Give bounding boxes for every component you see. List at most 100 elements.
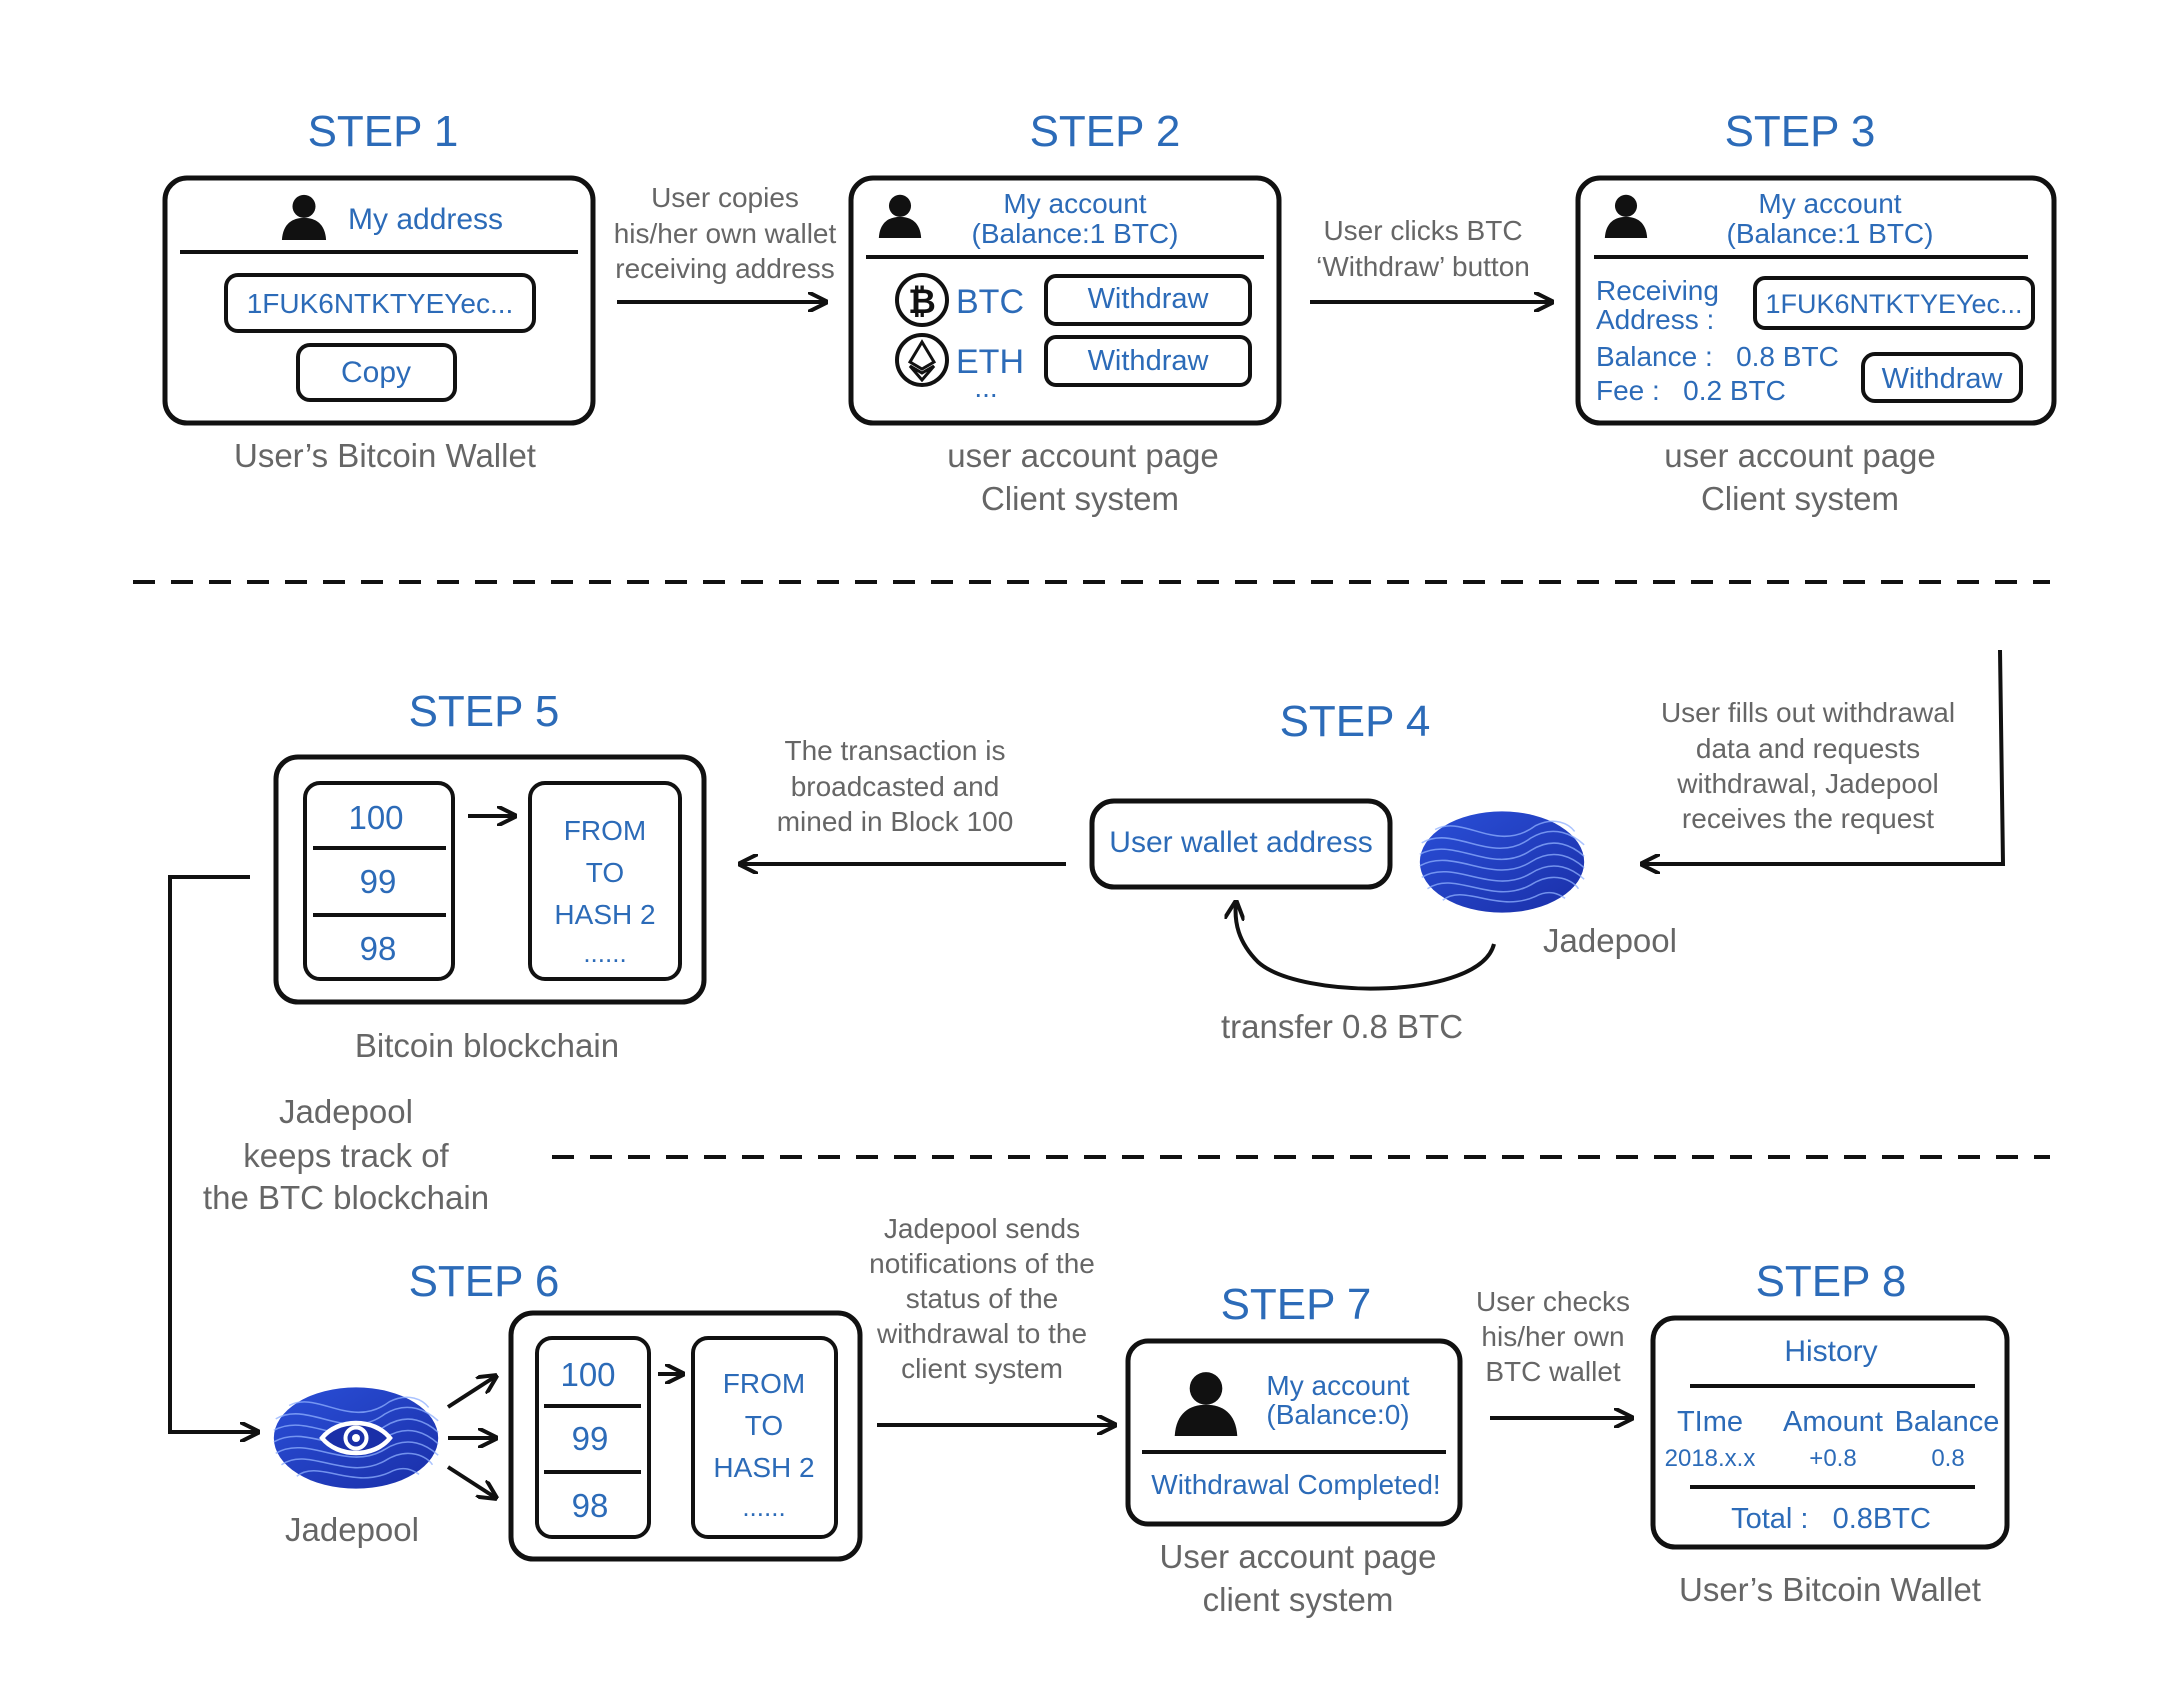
user-wallet-address-box [1089, 798, 1393, 890]
svg-text:User checks: User checks [1476, 1286, 1630, 1317]
eth-label: ETH [956, 343, 1024, 381]
step1-caption: User’s Bitcoin Wallet [234, 437, 536, 474]
svg-text:status of the: status of the [906, 1283, 1059, 1314]
transfer-label: transfer 0.8 BTC [1221, 1008, 1463, 1045]
user-wallet-address-label: User wallet address [1109, 826, 1372, 859]
jadepool-logo [1419, 810, 1585, 914]
col-amount-header: Amount [1783, 1406, 1883, 1438]
block-98: 98 [360, 930, 397, 967]
account-balance: (Balance:1 BTC) [972, 218, 1179, 249]
eth-icon [895, 333, 949, 387]
tx-to: TO [586, 857, 624, 888]
step2-title: STEP 2 [1030, 107, 1181, 156]
scan-arrow-up [446, 1376, 496, 1409]
block-99: 99 [360, 863, 397, 900]
annotation-copy-address: User copies his/her own wallet receiving… [614, 182, 837, 284]
tx-ellipsis: ...... [583, 938, 626, 968]
step3-title: STEP 3 [1725, 107, 1876, 156]
svg-text:client system: client system [901, 1353, 1063, 1384]
annotation-click-withdraw: User clicks BTC ‘Withdraw’ button [1316, 215, 1530, 282]
annotation-request-withdrawal: User fills out withdrawal data and reque… [1661, 697, 1955, 834]
svg-text:BTC wallet: BTC wallet [1485, 1356, 1621, 1387]
row-balance: 0.8 [1931, 1445, 1964, 1472]
svg-text:withdrawal to the: withdrawal to the [876, 1318, 1087, 1349]
block-100: 100 [348, 799, 403, 836]
receiving-address-value: 1FUK6NTKTYEYec... [1765, 289, 2022, 319]
svg-text:₿: ₿ [908, 283, 936, 321]
step2-caption-line2: Client system [981, 480, 1179, 517]
account-heading: My account [1003, 188, 1146, 219]
svg-text:the BTC blockchain: the BTC blockchain [203, 1179, 489, 1216]
svg-text:keeps track of: keeps track of [243, 1137, 449, 1174]
btc-withdraw-label: Withdraw [1088, 283, 1210, 315]
svg-text:User copies: User copies [651, 182, 799, 213]
copy-button-label: Copy [341, 356, 411, 389]
wallet-history-panel [1650, 1315, 2010, 1550]
withdraw-button[interactable] [1861, 352, 2023, 403]
history-heading: History [1784, 1335, 1877, 1368]
step3-caption-line2: Client system [1701, 480, 1899, 517]
scan-arrow-down [446, 1465, 496, 1498]
copy-button[interactable] [296, 343, 457, 402]
eye-icon [319, 1420, 393, 1456]
tx-hash: HASH 2 [554, 899, 655, 930]
withdrawal-completed-message: Withdrawal Completed! [1151, 1469, 1440, 1500]
my-address-heading: My address [348, 203, 503, 236]
step2-caption-line1: user account page [947, 437, 1219, 474]
step8-caption: User’s Bitcoin Wallet [1679, 1571, 1981, 1608]
receiving-label-line2: Address : [1596, 304, 1714, 335]
tx-from: FROM [723, 1368, 805, 1399]
jadepool-label: Jadepool [1543, 922, 1677, 959]
svg-text:User fills out withdrawal: User fills out withdrawal [1661, 697, 1955, 728]
account-heading: My account [1266, 1370, 1409, 1401]
receiving-address-field[interactable] [1753, 276, 2035, 330]
balance-row: Balance : 0.8 BTC [1596, 341, 1839, 372]
block-100: 100 [560, 1356, 615, 1393]
step4-title: STEP 4 [1280, 697, 1431, 746]
block-stack [535, 1336, 651, 1539]
address-field[interactable] [224, 273, 536, 333]
step5-caption: Bitcoin blockchain [355, 1027, 619, 1064]
withdraw-button-label: Withdraw [1882, 363, 2004, 395]
svg-text:Jadepool: Jadepool [279, 1093, 413, 1130]
col-time-header: TIme [1677, 1406, 1743, 1438]
block-99: 99 [572, 1420, 609, 1457]
eth-withdraw-label: Withdraw [1088, 345, 1210, 377]
svg-text:receiving address: receiving address [615, 253, 834, 284]
account-heading: My account [1758, 188, 1901, 219]
fee-row: Fee : 0.2 BTC [1596, 375, 1786, 406]
btc-icon: ₿ [895, 273, 949, 327]
annotation-broadcast: The transaction is broadcasted and mined… [777, 735, 1014, 837]
svg-text:broadcasted and: broadcasted and [791, 771, 1000, 802]
block-stack [303, 781, 455, 981]
more-coins-ellipsis: ... [974, 372, 997, 403]
svg-text:his/her own: his/her own [1481, 1321, 1624, 1352]
step7-caption-line2: client system [1203, 1581, 1394, 1618]
annotation-check-wallet: User checks his/her own BTC wallet [1476, 1286, 1630, 1387]
svg-text:notifications of the: notifications of the [869, 1248, 1095, 1279]
account-balance: (Balance:1 BTC) [1727, 218, 1934, 249]
step3-caption-line1: user account page [1664, 437, 1936, 474]
receiving-label-line1: Receiving [1596, 275, 1719, 306]
arrow-step5-to-step6 [168, 875, 258, 1432]
annotation-notify-client: Jadepool sends notifications of the stat… [869, 1213, 1095, 1384]
svg-text:withdrawal, Jadepool: withdrawal, Jadepool [1676, 768, 1939, 799]
arrow-step3-to-step4 [1642, 649, 2006, 864]
tx-from: FROM [564, 815, 646, 846]
step8-title: STEP 8 [1756, 1257, 1907, 1306]
step7-title: STEP 7 [1221, 1280, 1372, 1329]
row-amount: +0.8 [1809, 1445, 1856, 1472]
btc-label: BTC [956, 283, 1024, 321]
step6-title: STEP 6 [409, 1257, 560, 1306]
tx-to: TO [745, 1410, 783, 1441]
step5-title: STEP 5 [409, 687, 560, 736]
block-98: 98 [572, 1487, 609, 1524]
svg-text:The transaction is: The transaction is [785, 735, 1006, 766]
svg-text:mined in Block 100: mined in Block 100 [777, 806, 1014, 837]
total-row: Total : 0.8BTC [1731, 1503, 1931, 1535]
eth-withdraw-button[interactable] [1044, 335, 1252, 387]
tx-detail-box [528, 781, 682, 981]
annotation-track-blockchain: Jadepool keeps track of the BTC blockcha… [203, 1093, 489, 1216]
btc-withdraw-button[interactable] [1044, 274, 1252, 326]
